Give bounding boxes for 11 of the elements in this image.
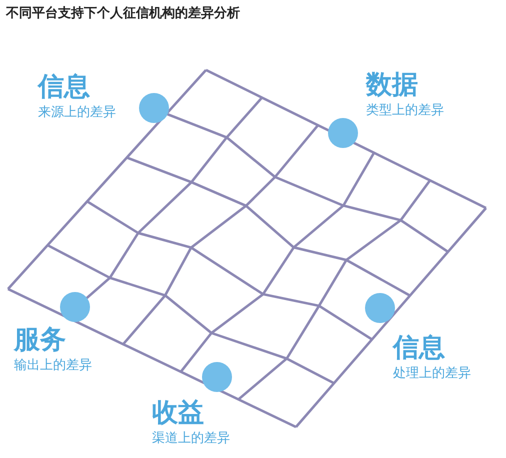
heading: 信息: [393, 332, 446, 365]
heading: 服务: [14, 324, 67, 357]
subtitle: 渠道上的差异: [152, 430, 230, 448]
subtitle: 来源上的差异: [38, 104, 116, 122]
heading: 收益: [152, 397, 205, 430]
subtitle: 处理上的差异: [393, 365, 471, 383]
heading: 信息: [38, 71, 91, 104]
subtitle: 输出上的差异: [14, 357, 92, 375]
title: 不同平台支持下个人征信机构的差异分析: [6, 5, 240, 23]
subtitle: 类型上的差异: [366, 102, 444, 120]
heading: 数据: [366, 69, 419, 102]
